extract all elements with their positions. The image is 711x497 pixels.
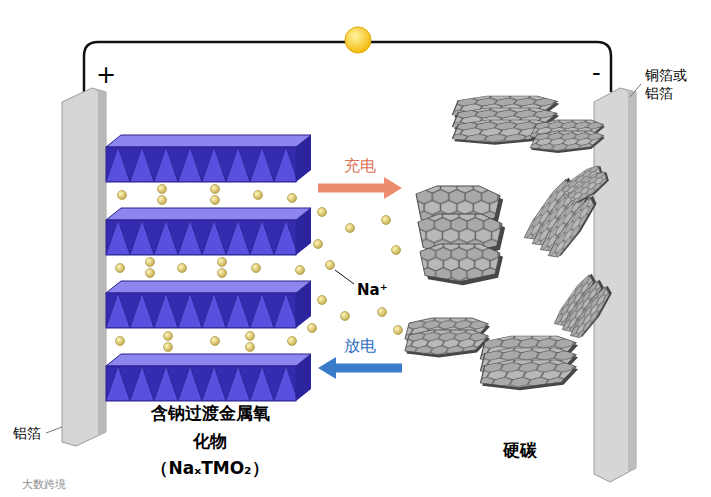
text-label: - [592, 58, 601, 89]
charge-arrow [318, 177, 402, 199]
electrode-region: 硬碳 [405, 92, 635, 464]
arrow-label: 放电 [341, 336, 379, 355]
aluminium-foil [62, 88, 106, 446]
text-label: 大数跨境 [22, 478, 66, 492]
arrow-label: 充电 [341, 156, 379, 175]
leader-line [335, 270, 354, 284]
leader-line [46, 427, 62, 433]
electrode-caption: 含钠过渡金属氧 化物（NaₓTMO₂） [143, 400, 278, 482]
foil-edge [92, 88, 106, 436]
arrow-head [384, 177, 402, 199]
arrow-head [318, 357, 336, 379]
circuit-wire [84, 42, 611, 100]
charge-arrow [318, 357, 402, 379]
electrode-caption: 硬碳 [503, 437, 537, 464]
hard-carbon [396, 96, 616, 390]
electrode-region: 含钠过渡金属氧 化物（NaₓTMO₂） [105, 130, 315, 482]
electrode-caption-group: 硬碳 [503, 437, 537, 464]
oxide-layer [106, 281, 311, 328]
text-label: Na⁺ [357, 281, 388, 301]
oxide-layer [106, 208, 311, 255]
sodium-ions [116, 185, 403, 352]
electrode-caption-group: 含钠过渡金属氧 化物（NaₓTMO₂） [143, 400, 278, 482]
arrow-shaft [318, 184, 386, 193]
oxide-layer [106, 135, 311, 182]
foil-edge [620, 88, 636, 472]
text-label: 铜箔或 铝箔 [645, 66, 695, 102]
arrow-shaft [334, 364, 402, 373]
light-bulb [345, 27, 371, 53]
text-label: 铝箔 [13, 424, 41, 442]
leader-line [630, 84, 641, 97]
text-label: + [96, 60, 116, 91]
oxide-layer [106, 354, 311, 401]
